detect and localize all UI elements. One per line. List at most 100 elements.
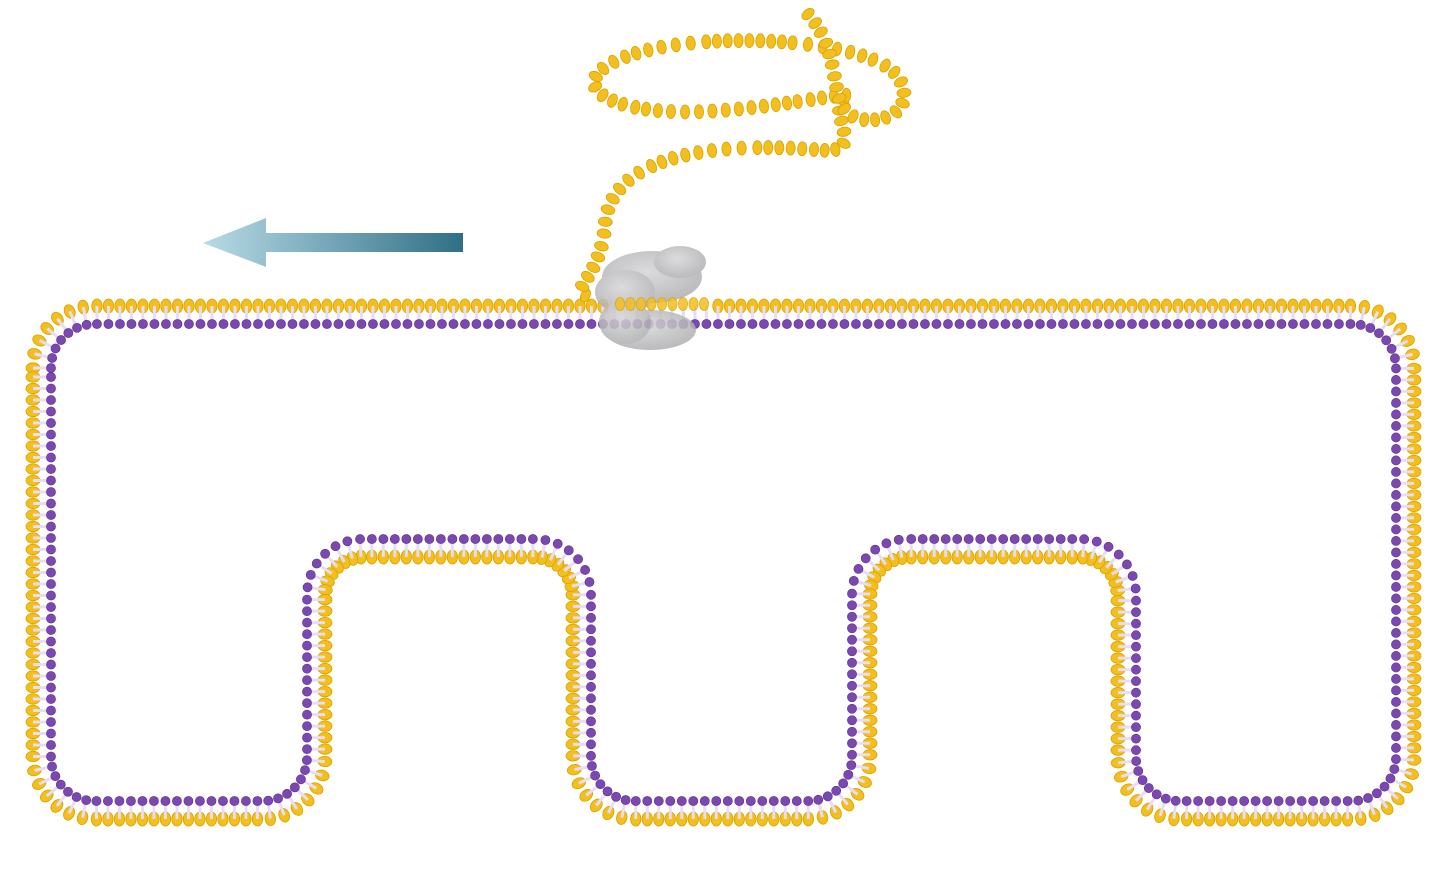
inner-nucleotide <box>302 607 311 616</box>
inner-nucleotide <box>840 319 849 328</box>
inner-nucleotide <box>1114 550 1123 559</box>
inner-nucleotide <box>575 319 584 328</box>
inner-nucleotide <box>748 319 757 328</box>
single-strand-nucleotide <box>775 141 784 155</box>
inner-nucleotide <box>46 464 55 473</box>
inner-nucleotide <box>517 534 526 543</box>
left-arrow-icon <box>203 218 463 267</box>
inner-nucleotide <box>1382 336 1391 345</box>
single-strand-nucleotide <box>820 143 830 157</box>
single-strand-nucleotide <box>598 217 613 228</box>
inner-nucleotide <box>46 395 55 404</box>
inner-nucleotide <box>1332 796 1341 805</box>
inner-nucleotide <box>92 319 101 328</box>
inner-nucleotide <box>82 796 91 805</box>
inner-nucleotide <box>368 319 377 328</box>
inner-nucleotide <box>794 319 803 328</box>
inner-nucleotide <box>1068 534 1077 543</box>
inner-nucleotide <box>1217 796 1226 805</box>
inner-nucleotide <box>51 772 60 781</box>
inner-nucleotide <box>46 660 55 669</box>
inner-nucleotide <box>1391 594 1400 603</box>
inner-nucleotide <box>746 796 755 805</box>
inner-nucleotide <box>1391 651 1400 660</box>
single-strand-nucleotide <box>721 142 731 157</box>
inner-nucleotide <box>804 796 813 805</box>
inner-nucleotide <box>851 319 860 328</box>
inner-nucleotide <box>1391 743 1400 752</box>
single-strand-nucleotide <box>606 53 621 70</box>
inner-nucleotide <box>290 783 299 792</box>
inner-nucleotide <box>264 796 273 805</box>
single-strand-nucleotide <box>600 203 616 216</box>
outer-strand <box>26 299 1421 826</box>
bound-nucleotide <box>626 298 635 311</box>
inner-nucleotide <box>1311 319 1320 328</box>
inner-nucleotide <box>1001 319 1010 328</box>
inner-nucleotide <box>1391 640 1400 649</box>
inner-nucleotide <box>1300 319 1309 328</box>
inner-nucleotide <box>46 637 55 646</box>
inner-nucleotide <box>299 319 308 328</box>
inner-nucleotide <box>46 625 55 634</box>
inner-nucleotide <box>666 796 675 805</box>
inner-nucleotide <box>207 796 216 805</box>
inner-nucleotide <box>46 441 55 450</box>
inner-nucleotide <box>586 636 595 645</box>
inner-nucleotide <box>1391 398 1400 407</box>
inner-nucleotide <box>713 319 722 328</box>
inner-nucleotide <box>300 765 309 774</box>
single-strand-nucleotide <box>764 141 773 155</box>
single-strand-nucleotide <box>777 35 787 50</box>
single-strand-nucleotide <box>856 48 869 64</box>
single-strand-nucleotide <box>630 45 643 61</box>
inner-nucleotide <box>955 319 964 328</box>
single-strand-nucleotide <box>766 34 776 48</box>
inner-nucleotide <box>302 653 311 662</box>
inner-nucleotide <box>302 687 311 696</box>
inner-nucleotide <box>1391 525 1400 534</box>
inner-nucleotide <box>1081 319 1090 328</box>
inner-nucleotide <box>1134 766 1143 775</box>
inner-nucleotide <box>355 534 364 543</box>
inner-nucleotide <box>1254 319 1263 328</box>
inner-nucleotide <box>403 319 412 328</box>
inner-nucleotide <box>1391 456 1400 465</box>
inner-nucleotide <box>976 534 985 543</box>
single-strand-nucleotide <box>644 158 658 175</box>
inner-nucleotide <box>1391 571 1400 580</box>
outer-nucleotide <box>1139 801 1155 818</box>
inner-nucleotide <box>1391 582 1400 591</box>
single-strand-nucleotide <box>896 87 911 98</box>
inner-nucleotide <box>1391 548 1400 557</box>
inner-nucleotide <box>127 319 136 328</box>
inner-nucleotide <box>51 344 60 353</box>
inner-nucleotide <box>1033 534 1042 543</box>
bound-nucleotide <box>636 298 645 311</box>
inner-nucleotide <box>1104 542 1113 551</box>
single-strand-nucleotide <box>734 34 743 48</box>
inner-nucleotide <box>586 740 595 749</box>
inner-nucleotide <box>322 319 331 328</box>
inner-nucleotide <box>723 796 732 805</box>
inner-nucleotide <box>138 796 147 805</box>
inner-nucleotide <box>1070 319 1079 328</box>
inner-nucleotide <box>586 659 595 668</box>
inner-nucleotide <box>989 319 998 328</box>
bound-nucleotide <box>678 298 687 311</box>
inner-nucleotide <box>654 796 663 805</box>
inner-nucleotide <box>1354 796 1363 805</box>
inner-nucleotide <box>586 751 595 760</box>
inner-nucleotide <box>1265 319 1274 328</box>
inner-nucleotide <box>882 539 891 548</box>
outer-nucleotide <box>61 805 76 822</box>
single-strand-nucleotide <box>756 34 766 48</box>
inner-nucleotide <box>759 319 768 328</box>
inner-nucleotide <box>311 319 320 328</box>
inner-nucleotide <box>847 612 856 621</box>
inner-nucleotide <box>56 335 65 344</box>
inner-nucleotide <box>63 787 72 796</box>
inner-nucleotide <box>1374 329 1383 338</box>
inner-nucleotide <box>302 595 311 604</box>
inner-nucleotide <box>46 556 55 565</box>
